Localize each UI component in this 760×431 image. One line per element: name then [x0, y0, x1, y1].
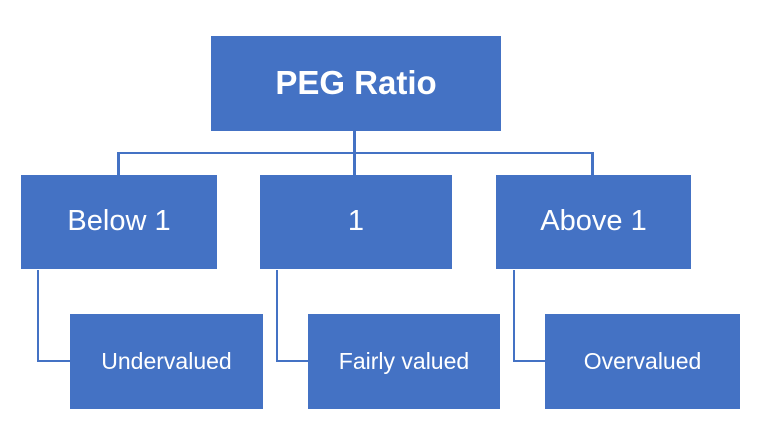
- node-peg-ratio: PEG Ratio: [211, 36, 501, 131]
- node-one: 1: [260, 175, 452, 269]
- connector-above1-to-overvalued-horizontal: [513, 360, 545, 362]
- node-fairly-valued: Fairly valued: [308, 314, 500, 409]
- node-undervalued-label: Undervalued: [101, 347, 232, 374]
- connector-one-to-fairlyvalued-horizontal: [276, 360, 308, 362]
- node-overvalued: Overvalued: [545, 314, 740, 409]
- connector-below1-to-undervalued-horizontal: [37, 360, 70, 362]
- connector-horizontal-rail: [117, 152, 594, 154]
- node-overvalued-label: Overvalued: [583, 347, 702, 374]
- connector-rail-to-below1: [117, 152, 120, 175]
- node-peg-ratio-label: PEG Ratio: [275, 64, 437, 102]
- node-undervalued: Undervalued: [70, 314, 263, 409]
- connector-one-to-fairlyvalued-vertical: [276, 270, 278, 362]
- node-above-1-label: Above 1: [540, 205, 647, 238]
- node-fairly-valued-label: Fairly valued: [338, 347, 470, 374]
- node-above-1: Above 1: [496, 175, 691, 269]
- connector-below1-to-undervalued-vertical: [37, 270, 39, 362]
- connector-above1-to-overvalued-vertical: [513, 270, 515, 362]
- node-below-1: Below 1: [21, 175, 217, 269]
- node-below-1-label: Below 1: [67, 205, 171, 238]
- node-one-label: 1: [347, 205, 365, 238]
- connector-rail-to-above1: [591, 152, 594, 175]
